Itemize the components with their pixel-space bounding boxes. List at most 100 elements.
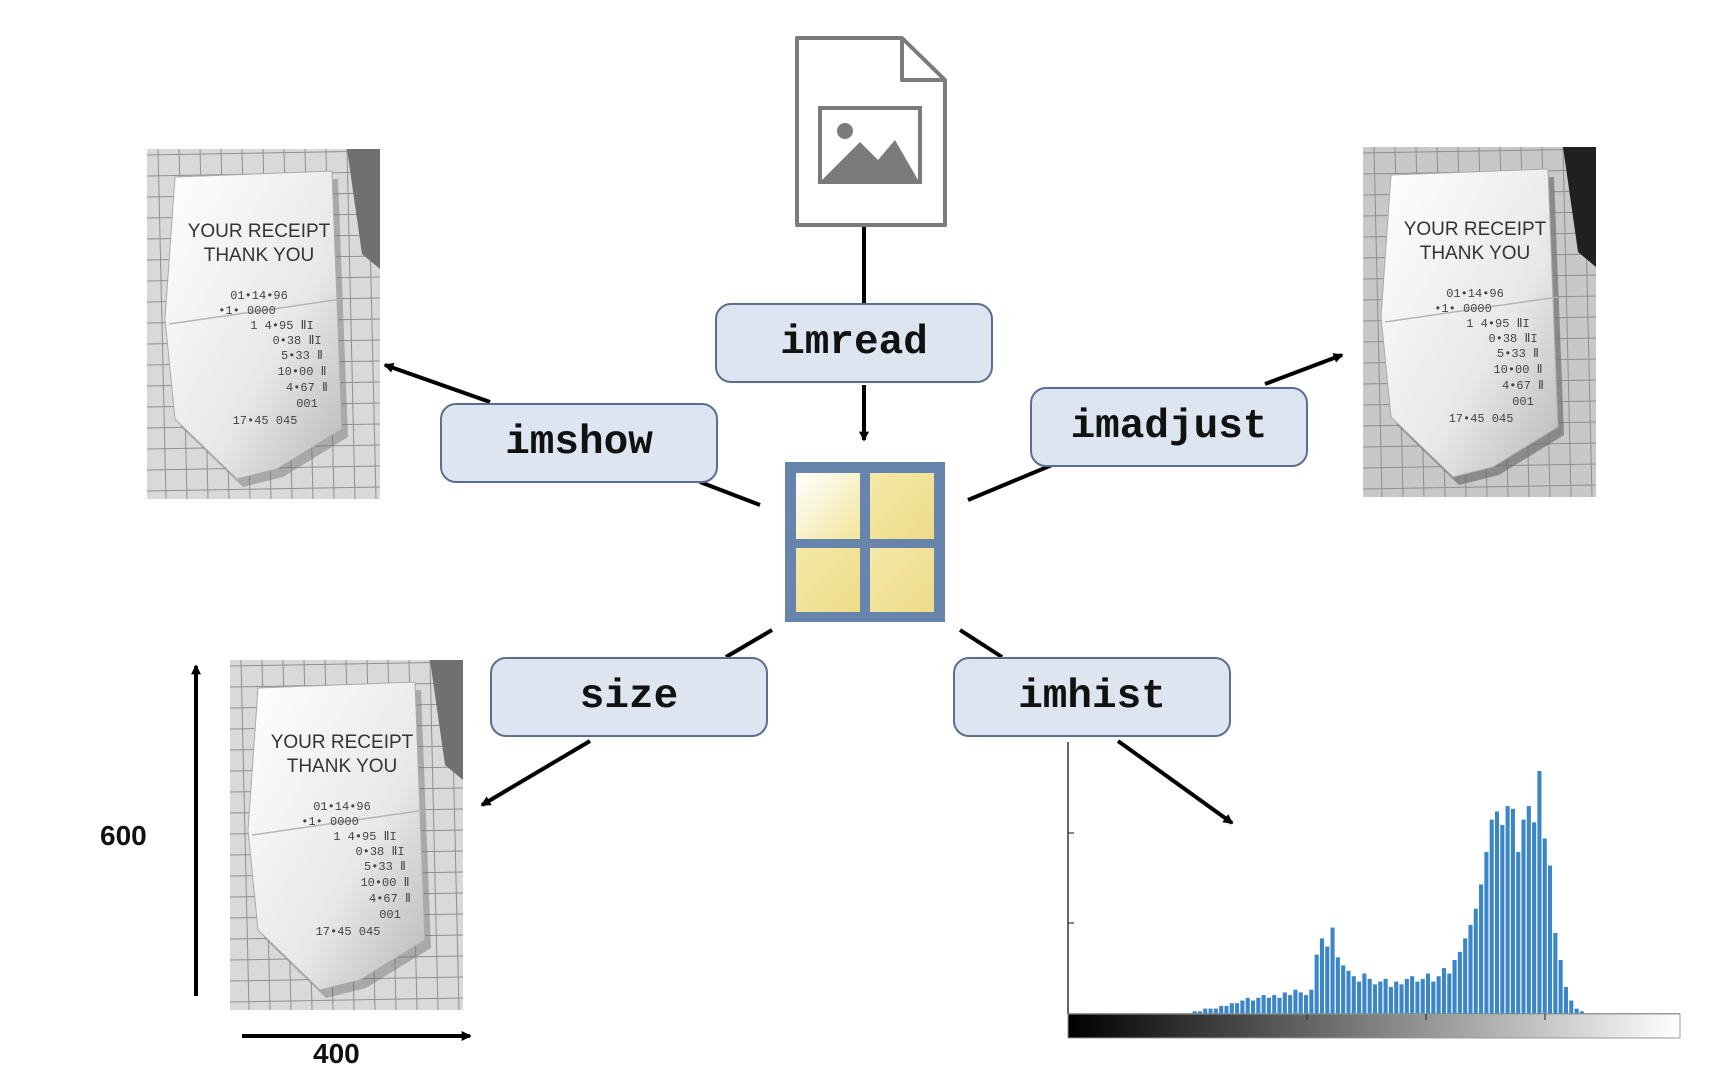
receipt-subtitle: THANK YOU [204, 245, 315, 266]
image-matrix-icon [785, 462, 945, 622]
histogram-bar [1447, 973, 1452, 1014]
histogram-bar [1192, 1011, 1197, 1014]
receipt-row: 0•38 ⅡI [355, 845, 404, 859]
histogram-bar [1463, 938, 1468, 1014]
histogram-bar [1203, 1008, 1208, 1014]
histogram-bar [1357, 981, 1362, 1014]
connectors [191, 225, 1344, 1041]
histogram-bar [1272, 995, 1277, 1014]
histogram-bar [1372, 984, 1378, 1014]
histogram-bar [1309, 989, 1314, 1014]
receipt-row: 10•00 Ⅱ [277, 365, 326, 379]
receipt-title: YOUR RECEIPT [1404, 219, 1547, 240]
histogram-bar [1404, 978, 1409, 1014]
receipt-row: 01•14•96 [230, 289, 288, 303]
histogram-bar [1547, 865, 1553, 1014]
receipt-row: 5•33 Ⅱ [1497, 347, 1539, 361]
connector-matrix-size [724, 628, 774, 659]
connector-matrix-imadjust [967, 463, 1053, 502]
histogram-bar [1319, 938, 1324, 1014]
histogram-bar [1235, 1003, 1240, 1014]
receipt-row: 1 4•95 ⅡI [1466, 317, 1530, 331]
histogram-bar [1325, 946, 1330, 1014]
histogram-bar [1537, 771, 1542, 1014]
histogram-bar [1489, 819, 1494, 1014]
histogram-bar [1245, 997, 1250, 1014]
histogram-bar [1431, 981, 1436, 1014]
size-box[interactable]: size [490, 657, 768, 737]
imhist-box[interactable]: imhist [953, 657, 1231, 737]
receipt-row: 17•45 045 [316, 925, 381, 939]
receipt-row: 4•67 Ⅱ [1502, 379, 1544, 393]
receipt-row: 001 [296, 397, 318, 411]
histogram-bar [1388, 987, 1393, 1014]
histogram-bar [1362, 973, 1367, 1014]
receipt-row: 01•14•96 [1446, 287, 1504, 301]
receipt-row: 0•38 ⅡI [272, 334, 321, 348]
histogram-bar [1420, 978, 1425, 1014]
histogram-bar [1399, 984, 1404, 1014]
histogram-bar [1351, 976, 1356, 1014]
receipt-title: YOUR RECEIPT [188, 221, 331, 242]
arrow-size-display [480, 739, 592, 807]
histogram-bar [1473, 908, 1478, 1014]
receipt-row: 001 [379, 908, 401, 922]
receipt-row: 10•00 Ⅱ [1493, 363, 1542, 377]
histogram-bar [1394, 981, 1399, 1014]
width-label: 400 [313, 1038, 360, 1069]
imread-box[interactable]: imread [715, 303, 993, 383]
histogram-bar [1282, 992, 1287, 1014]
receipt-row: 4•67 Ⅱ [369, 892, 411, 906]
histogram-bar [1346, 970, 1351, 1014]
receipt-row: 5•33 Ⅱ [281, 349, 323, 363]
image-file-icon [795, 36, 947, 227]
histogram-bar [1250, 1000, 1256, 1014]
histogram-bar [1261, 995, 1266, 1014]
connector-matrix-imhist [958, 628, 1004, 659]
histogram-colorbar [1067, 1013, 1681, 1039]
histogram-bar [1563, 987, 1568, 1014]
histogram-bar [1341, 965, 1346, 1014]
histogram-bar [1298, 992, 1303, 1014]
histogram-bar [1197, 1011, 1202, 1014]
histogram-bar [1457, 951, 1462, 1014]
receipt-row: 0•38 ⅡI [1488, 332, 1537, 346]
histogram-bar [1330, 927, 1335, 1014]
histogram-bar [1208, 1008, 1213, 1014]
histogram-bar [1410, 976, 1415, 1014]
arrow-imshow-display [383, 363, 491, 404]
histogram-bar [1335, 957, 1340, 1014]
histogram-bar [1574, 1008, 1579, 1014]
receipt-row: 4•67 Ⅱ [286, 381, 328, 395]
histogram-bar [1558, 960, 1563, 1014]
histogram-bar [1314, 954, 1319, 1014]
histogram-bar [1415, 981, 1420, 1014]
receipt-row: •1• 0000 [301, 815, 359, 829]
histogram-bar [1256, 997, 1261, 1014]
histogram-bar [1303, 995, 1309, 1014]
histogram-bar [1293, 989, 1298, 1014]
arrow-imhist-chart [1116, 739, 1234, 825]
receipt-row: •1• 0000 [218, 304, 276, 318]
histogram-bar [1213, 1008, 1218, 1014]
histogram-bar [1436, 976, 1441, 1014]
receipt-title: YOUR RECEIPT [271, 732, 414, 753]
histogram-bar [1521, 819, 1526, 1014]
histogram-bar [1505, 806, 1510, 1014]
histogram-bar [1542, 838, 1547, 1014]
histogram-bar [1494, 811, 1500, 1014]
imadjust-box[interactable]: imadjust [1030, 387, 1308, 467]
histogram-bars [1192, 771, 1584, 1014]
receipt-subtitle: THANK YOU [287, 756, 398, 777]
histogram-bar [1500, 825, 1505, 1014]
imshow-box[interactable]: imshow [440, 403, 718, 483]
histogram-bar [1367, 978, 1372, 1014]
receipt-row: 001 [1512, 395, 1534, 409]
receipt-row: •1• 0000 [1434, 302, 1492, 316]
